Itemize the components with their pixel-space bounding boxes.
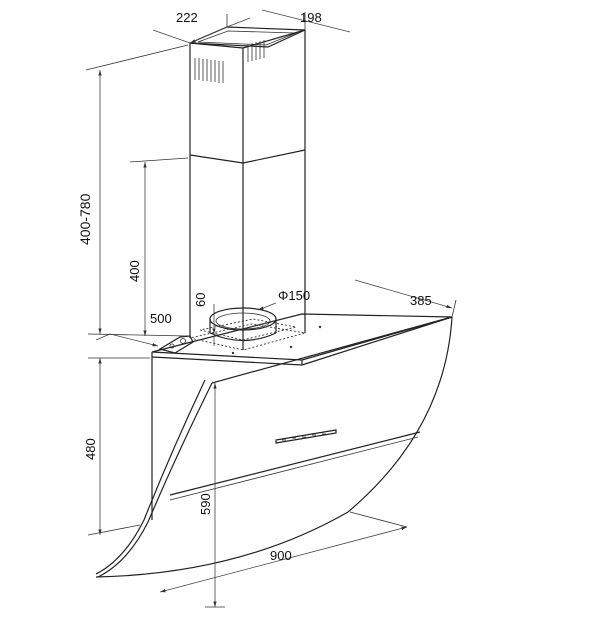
dim-hood-width: 900 [270, 548, 292, 563]
dim-chimney-width: 222 [176, 10, 198, 25]
dim-duct-offset: 60 [193, 293, 208, 307]
hood-top-plate [151, 307, 453, 366]
dim-duct-diameter: Φ150 [278, 288, 310, 303]
dim-hood-depth: 385 [410, 293, 432, 308]
mounting-bracket-icon [158, 335, 194, 354]
dim-lower-chimney-height: 400 [127, 260, 142, 282]
chimney [189, 26, 306, 350]
dim-wall-offset: 500 [150, 311, 172, 326]
control-panel-icon [275, 429, 337, 444]
dim-bottom-height: 590 [198, 493, 213, 515]
dim-hood-height: 480 [83, 438, 98, 460]
vent-slots-icon [194, 40, 265, 83]
dim-chimney-depth: 198 [300, 10, 322, 25]
dim-total-chimney-height: 400-780 [77, 193, 93, 245]
hood-body [95, 316, 453, 578]
dimension-lines [85, 9, 457, 608]
